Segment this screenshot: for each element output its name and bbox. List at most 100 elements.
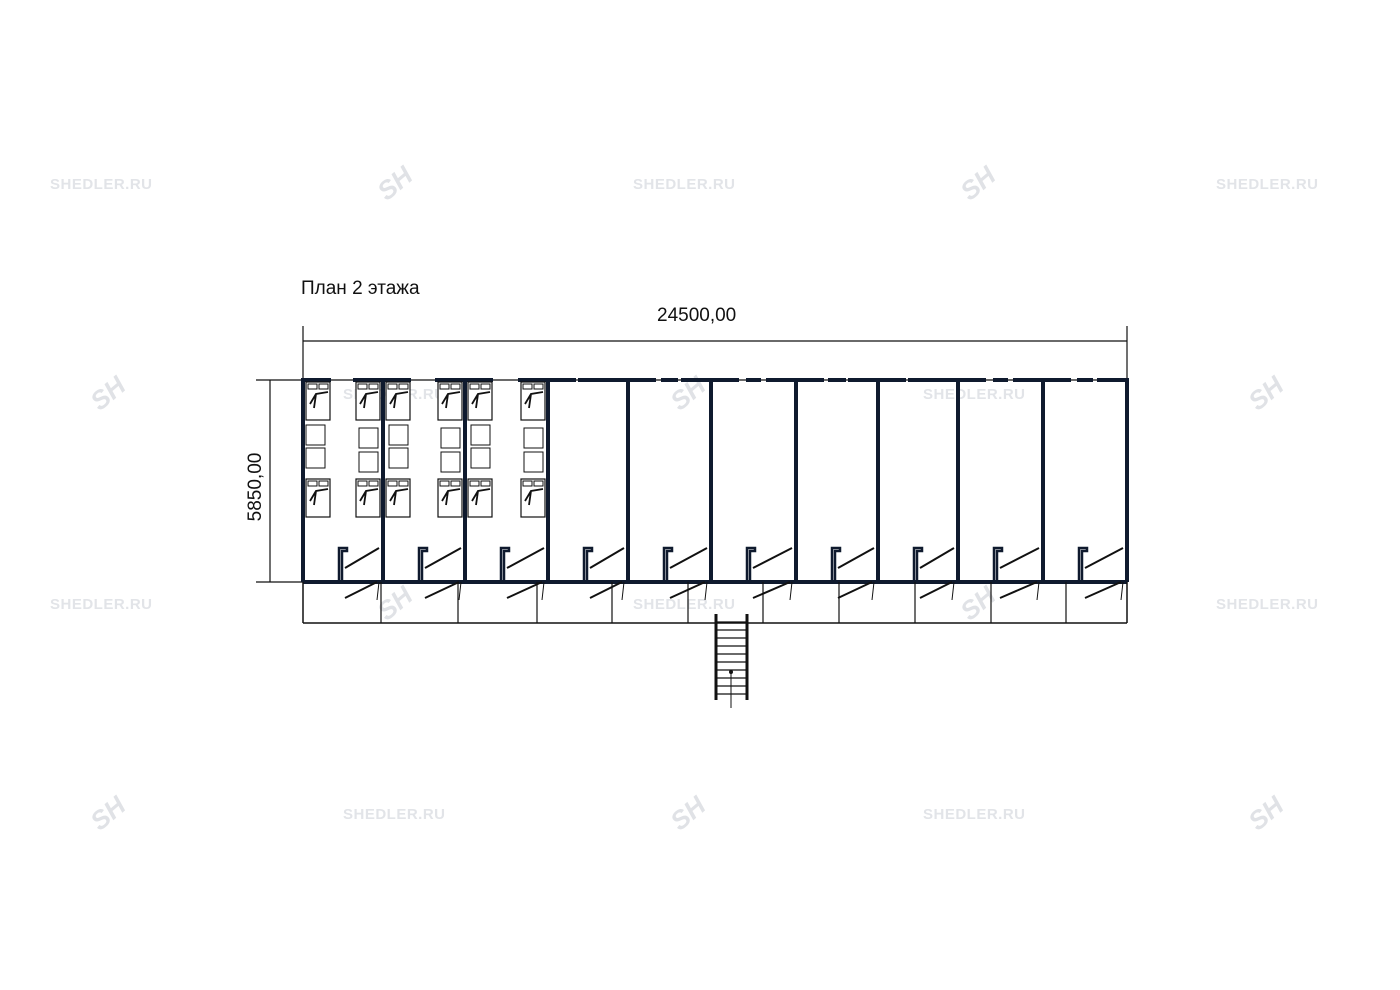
pillow-icon bbox=[533, 480, 544, 487]
pillow-icon bbox=[318, 383, 329, 390]
table-icon bbox=[440, 427, 461, 449]
pillow-icon bbox=[387, 480, 398, 487]
pillow-icon bbox=[398, 383, 409, 390]
bed-icon bbox=[305, 381, 331, 421]
closet-niche bbox=[1077, 546, 1089, 582]
door-leaf bbox=[506, 581, 543, 599]
blanket-icon bbox=[309, 391, 329, 409]
blanket-icon bbox=[309, 488, 329, 506]
bed-icon bbox=[520, 478, 546, 518]
door-leaf bbox=[669, 581, 706, 599]
door-leaf bbox=[837, 581, 873, 599]
closet-niche bbox=[830, 546, 842, 582]
blanket-icon bbox=[524, 391, 544, 409]
door-leaf bbox=[837, 547, 875, 569]
blanket-icon bbox=[441, 488, 461, 506]
closet-niche bbox=[745, 546, 757, 582]
bed-icon bbox=[520, 381, 546, 421]
blanket-icon bbox=[524, 488, 544, 506]
pillow-icon bbox=[469, 383, 480, 390]
table-icon bbox=[305, 424, 326, 446]
watermark-text: SHEDLER.RU bbox=[1216, 596, 1319, 613]
pillow-icon bbox=[450, 480, 461, 487]
closet-niche bbox=[662, 546, 674, 582]
bed-icon bbox=[305, 478, 331, 518]
depth-dimension-label: 5850,00 bbox=[245, 452, 266, 522]
closet-niche bbox=[912, 546, 924, 582]
pillow-icon bbox=[318, 480, 329, 487]
table-icon bbox=[388, 447, 409, 469]
door-leaf bbox=[919, 581, 953, 599]
table-icon bbox=[523, 427, 544, 449]
table-icon bbox=[388, 424, 409, 446]
width-dimension-label: 24500,00 bbox=[657, 305, 737, 326]
pillow-icon bbox=[439, 480, 450, 487]
door-swing bbox=[871, 581, 875, 601]
bed-icon bbox=[437, 478, 463, 518]
table-icon bbox=[470, 447, 491, 469]
table-icon bbox=[305, 447, 326, 469]
pillow-icon bbox=[439, 383, 450, 390]
closet-niche bbox=[499, 546, 511, 582]
door-leaf bbox=[344, 581, 378, 599]
closet-niche bbox=[337, 546, 349, 582]
door-leaf bbox=[669, 547, 708, 569]
door-swing bbox=[1036, 581, 1040, 601]
blanket-icon bbox=[389, 488, 409, 506]
pillow-icon bbox=[368, 383, 379, 390]
pillow-icon bbox=[480, 480, 491, 487]
door-leaf bbox=[999, 547, 1040, 569]
door-swing bbox=[376, 581, 380, 601]
door-leaf bbox=[589, 547, 625, 569]
pillow-icon bbox=[387, 383, 398, 390]
pillow-icon bbox=[307, 383, 318, 390]
watermark-text: SHEDLER.RU bbox=[50, 176, 153, 193]
blanket-icon bbox=[471, 391, 491, 409]
table-icon bbox=[470, 424, 491, 446]
pillow-icon bbox=[522, 480, 533, 487]
pillow-icon bbox=[450, 383, 461, 390]
table-icon bbox=[523, 451, 544, 473]
door-leaf bbox=[1084, 581, 1122, 599]
door-leaf bbox=[506, 547, 545, 569]
blanket-icon bbox=[441, 391, 461, 409]
pillow-icon bbox=[357, 383, 368, 390]
door-leaf bbox=[752, 547, 793, 569]
watermark-text: SHEDLER.RU bbox=[633, 176, 736, 193]
blanket-icon bbox=[359, 391, 379, 409]
watermark-text: SHEDLER.RU bbox=[923, 806, 1026, 823]
bed-icon bbox=[355, 381, 381, 421]
blanket-icon bbox=[471, 488, 491, 506]
bed-icon bbox=[467, 478, 493, 518]
door-leaf bbox=[1084, 547, 1124, 569]
pillow-icon bbox=[368, 480, 379, 487]
door-leaf bbox=[999, 581, 1038, 599]
plan-title: План 2 этажа bbox=[301, 278, 420, 299]
door-swing bbox=[704, 581, 708, 601]
table-icon bbox=[358, 451, 379, 473]
bed-icon bbox=[385, 478, 411, 518]
door-swing bbox=[621, 581, 625, 601]
door-swing bbox=[789, 581, 793, 601]
closet-niche bbox=[992, 546, 1004, 582]
bed-icon bbox=[467, 381, 493, 421]
door-swing bbox=[541, 581, 545, 601]
pillow-icon bbox=[357, 480, 368, 487]
watermark-text: SHEDLER.RU bbox=[343, 806, 446, 823]
bed-icon bbox=[437, 381, 463, 421]
blanket-icon bbox=[389, 391, 409, 409]
door-leaf bbox=[424, 581, 460, 599]
door-leaf bbox=[589, 581, 623, 599]
door-swing bbox=[951, 581, 955, 601]
door-swing bbox=[1120, 581, 1124, 601]
pillow-icon bbox=[522, 383, 533, 390]
bed-icon bbox=[385, 381, 411, 421]
door-leaf bbox=[919, 547, 955, 569]
blanket-icon bbox=[359, 488, 379, 506]
pillow-icon bbox=[480, 383, 491, 390]
closet-niche bbox=[417, 546, 429, 582]
pillow-icon bbox=[469, 480, 480, 487]
watermark-text: SHEDLER.RU bbox=[923, 386, 1026, 403]
pillow-icon bbox=[533, 383, 544, 390]
table-icon bbox=[440, 451, 461, 473]
